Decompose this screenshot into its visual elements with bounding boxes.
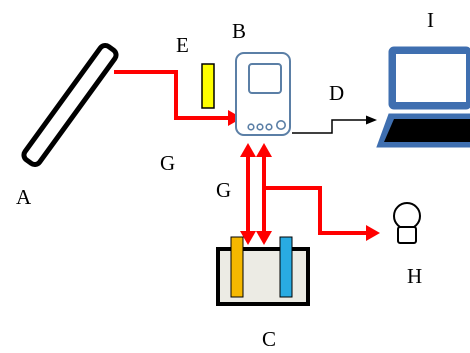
label-d: D bbox=[329, 81, 344, 105]
label-i: I bbox=[427, 8, 434, 32]
laptop-icon bbox=[376, 46, 470, 148]
solar-panel-icon bbox=[21, 42, 119, 168]
label-e: E bbox=[176, 33, 189, 57]
label-c: C bbox=[262, 327, 276, 351]
label-g-left: G bbox=[160, 151, 175, 175]
meter-cell-connection bbox=[240, 143, 272, 245]
light-bulb-icon bbox=[393, 202, 421, 244]
label-g-center: G bbox=[216, 178, 231, 202]
panel-to-meter-connection bbox=[114, 70, 242, 126]
cell-to-lamp-connection bbox=[266, 186, 380, 241]
label-h: H bbox=[407, 264, 422, 288]
meter-device-icon bbox=[235, 52, 291, 136]
meter-to-laptop-signal bbox=[292, 115, 377, 134]
electrolysis-cell-icon bbox=[216, 236, 310, 306]
test-strip-icon bbox=[201, 63, 215, 109]
label-a: A bbox=[16, 185, 32, 209]
label-b: B bbox=[232, 19, 246, 43]
